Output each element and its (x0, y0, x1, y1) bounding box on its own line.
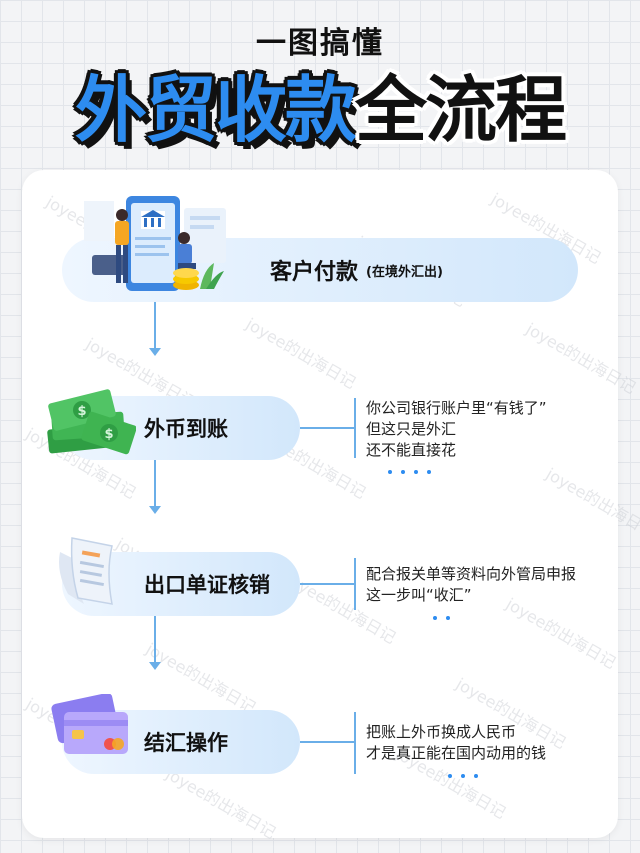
title-blue-part: 外贸收款 (74, 68, 357, 152)
note-line: 才是真正能在国内动用的钱 (366, 744, 547, 762)
svg-text:$: $ (104, 427, 113, 442)
note-connector (300, 427, 355, 429)
note-line: 配合报关单等资料向外管局申报 (366, 565, 577, 583)
step-label: 出口单证核销 (144, 573, 270, 597)
svg-text:$: $ (77, 404, 86, 419)
page-subtitle: 一图搞懂 (256, 26, 384, 61)
flow-arrow (149, 662, 161, 670)
flow-connector (154, 616, 156, 664)
note-bracket (354, 712, 356, 774)
emphasis-dots (448, 763, 487, 778)
cash-stack-icon: $ $ (47, 389, 136, 455)
step-note: 你公司银行账户里“有钱了” 但这只是外汇 还不能直接花 (366, 398, 547, 461)
note-line: 把账上外币换成人民币 (366, 723, 517, 741)
step-label: 客户付款 (270, 260, 359, 285)
step-note: 配合报关单等资料向外管局申报 这一步叫“收汇” (366, 564, 576, 606)
title-dark-part: 全流程 (355, 68, 567, 152)
note-line: 还不能直接花 (366, 441, 457, 459)
step-note: 把账上外币换成人民币 才是真正能在国内动用的钱 (366, 722, 546, 764)
flow-connector (154, 460, 156, 508)
note-line: 你公司银行账户里“有钱了” (366, 399, 547, 417)
page-title: 外贸收款全流程 (0, 62, 640, 158)
emphasis-dots (388, 459, 440, 474)
step-label: 外币到账 (144, 417, 228, 441)
note-line: 但这只是外汇 (366, 420, 457, 438)
note-connector (300, 583, 355, 585)
step-sublabel: (在境外汇出) (366, 264, 443, 280)
emphasis-dots (433, 605, 459, 620)
flow-connector (154, 302, 156, 350)
note-line: 这一步叫“收汇” (366, 586, 472, 604)
note-connector (300, 741, 355, 743)
flow-arrow (149, 348, 161, 356)
note-bracket (354, 558, 356, 610)
bank-card-icon (51, 694, 128, 754)
step-label: 结汇操作 (144, 731, 228, 755)
flow-arrow (149, 506, 161, 514)
document-receipt-icon (59, 537, 113, 605)
payment-illustration-icon (84, 196, 226, 291)
note-bracket (354, 398, 356, 458)
